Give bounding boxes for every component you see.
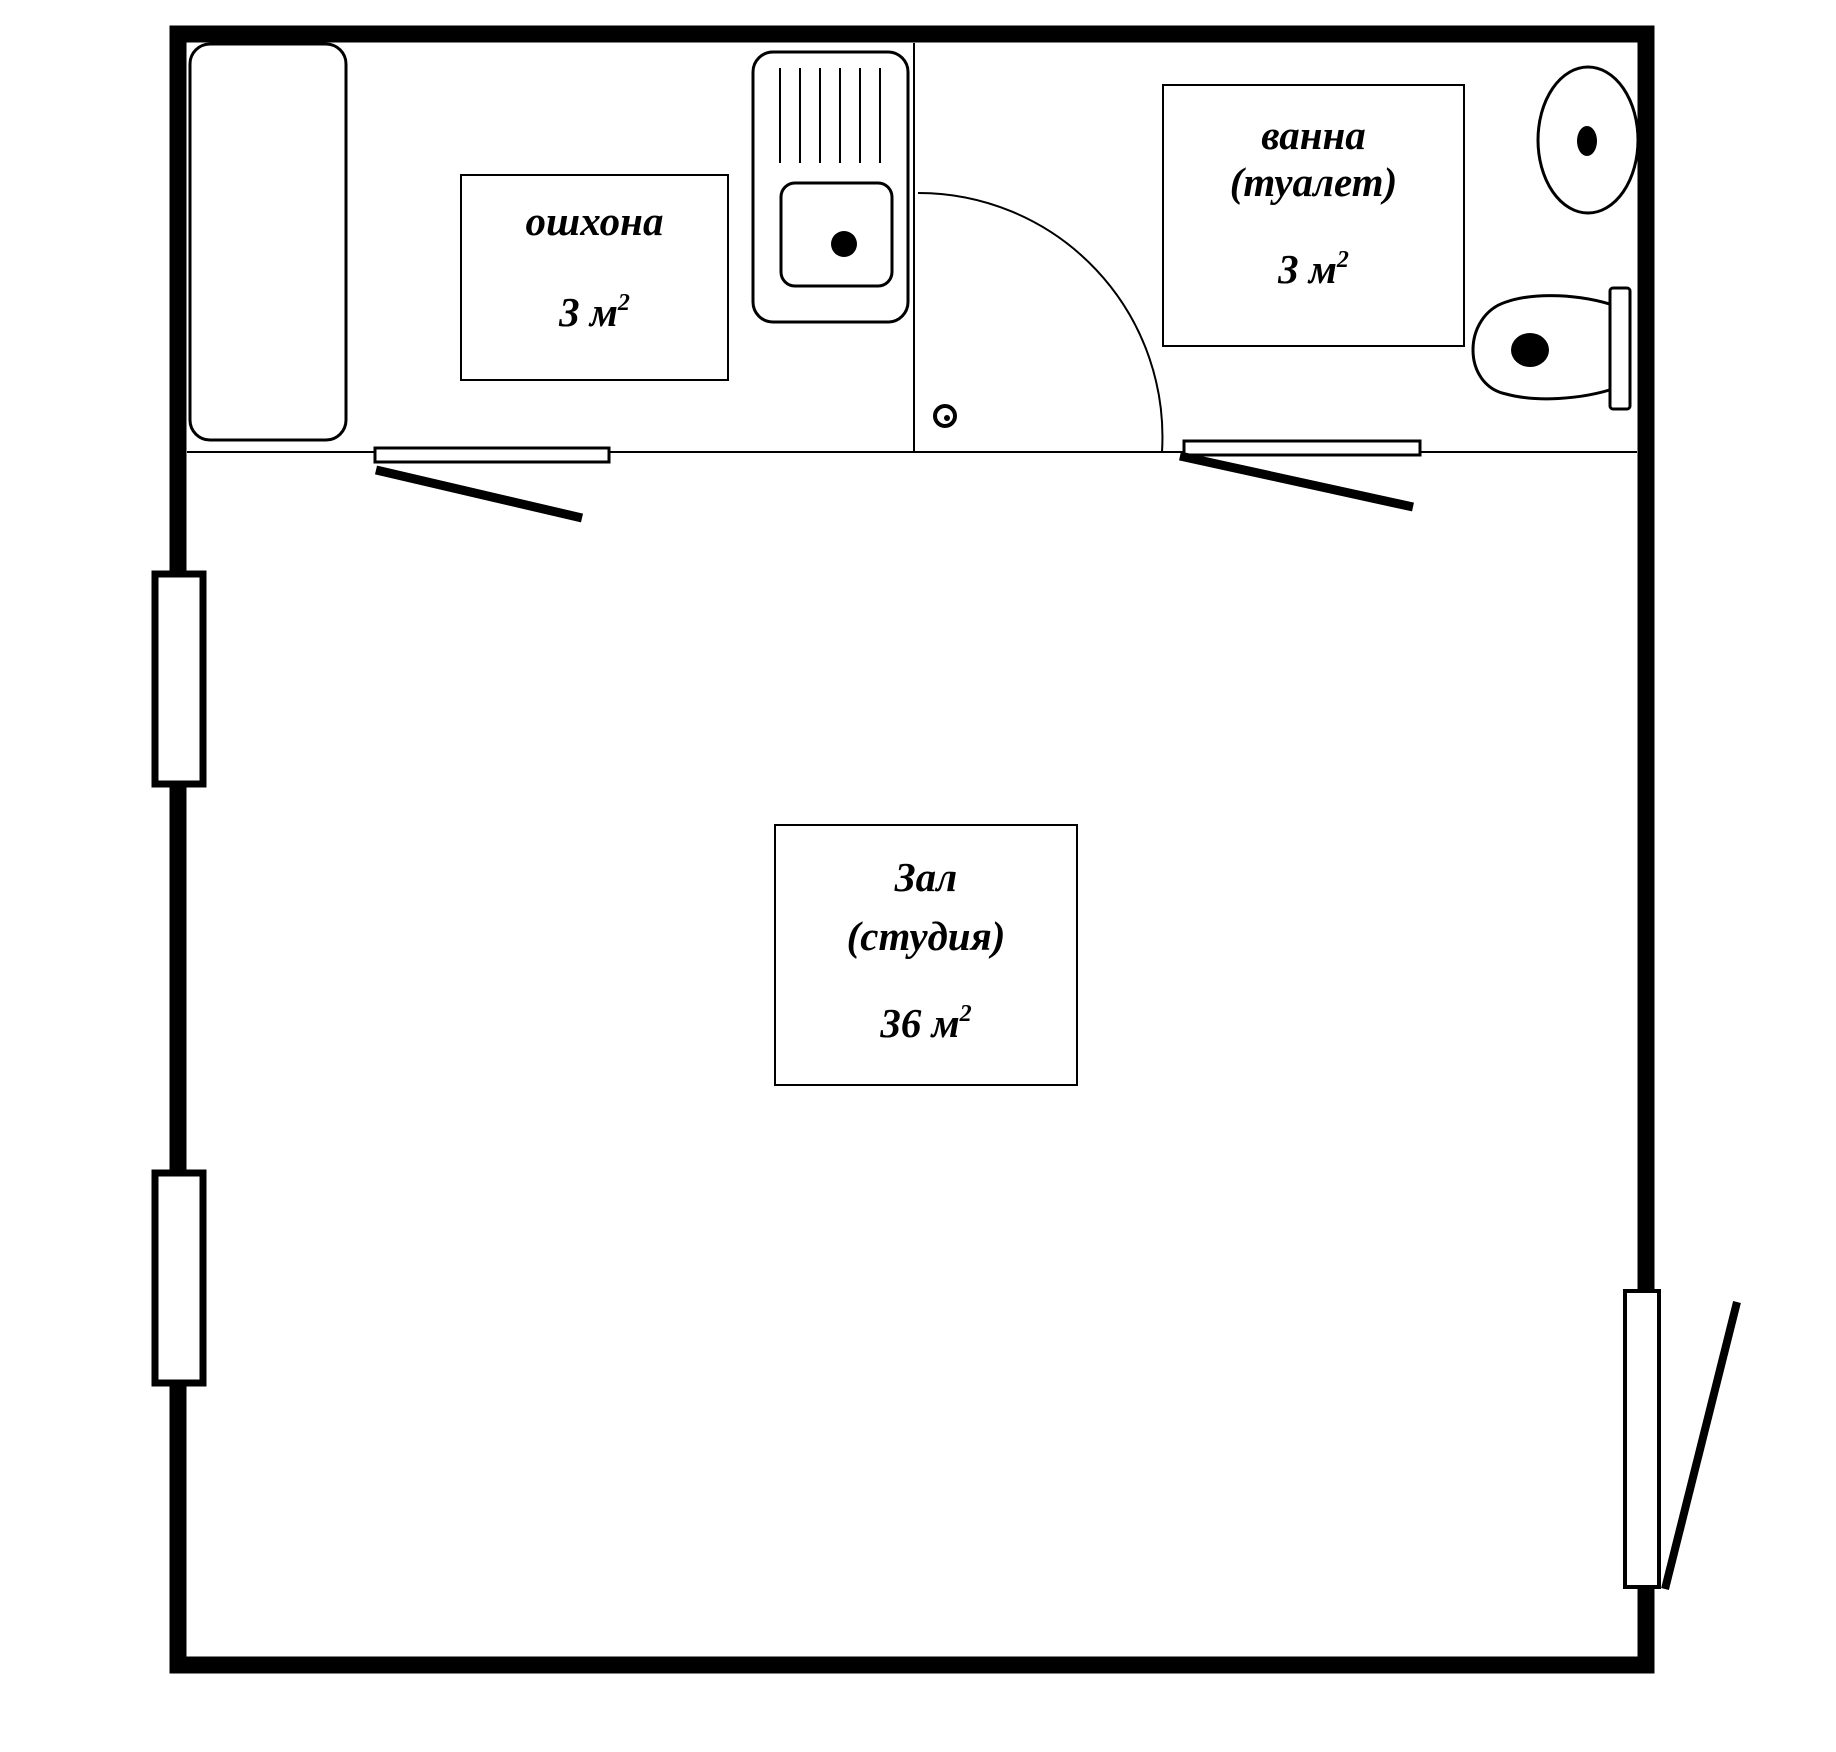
window-lower	[151, 1169, 207, 1387]
room-name-kitchen: ошхона	[525, 198, 664, 244]
window-upper	[151, 570, 207, 788]
room-name-bathroom-line1: ванна	[1261, 112, 1366, 158]
sink-icon	[751, 50, 910, 324]
room-name-hall-line1: Зал	[894, 854, 958, 900]
room-name-hall-line2: (студия)	[846, 913, 1006, 960]
bathroom-door	[1179, 439, 1422, 512]
room-name-bathroom-line2: (туалет)	[1229, 159, 1398, 206]
floor-drain-icon	[933, 404, 957, 428]
toilet-icon	[1471, 286, 1632, 411]
entrance-door	[1623, 1289, 1741, 1590]
counter-icon	[188, 42, 348, 442]
kitchen-door	[373, 446, 611, 523]
room-label-hall: Зал (студия) 36 м2	[774, 824, 1078, 1086]
washbasin-icon	[1536, 65, 1640, 215]
bathroom-door-swing	[917, 191, 1164, 453]
room-area-bathroom: 3 м2	[1278, 246, 1349, 293]
room-area-kitchen: 3 м2	[559, 289, 630, 336]
room-area-hall: 36 м2	[880, 1000, 972, 1047]
room-label-kitchen: ошхона 3 м2	[460, 174, 729, 381]
room-label-bathroom: ванна (туалет) 3 м2	[1162, 84, 1465, 347]
outer-walls	[169, 25, 1655, 1674]
